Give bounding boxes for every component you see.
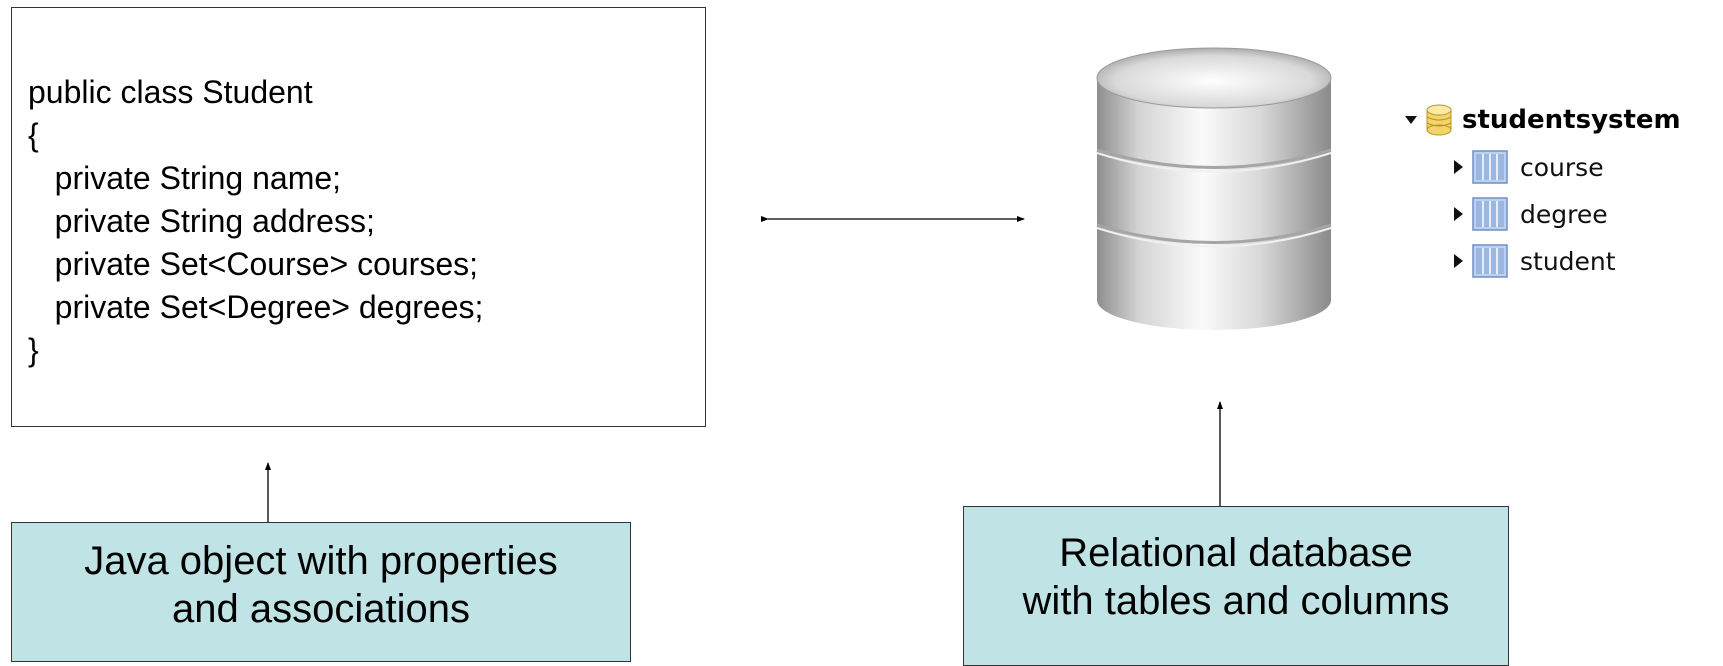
tree-root[interactable]: studentsystem <box>1404 104 1681 136</box>
triangle-right-icon[interactable] <box>1452 206 1464 222</box>
caption-line: Relational database <box>1059 531 1413 575</box>
code-line: public class Student <box>28 74 313 110</box>
code-line: private Set<Course> courses; <box>28 246 478 282</box>
caption-line: with tables and columns <box>1022 579 1450 623</box>
table-name: student <box>1520 246 1616 276</box>
tree-item-degree[interactable]: degree <box>1452 197 1608 231</box>
java-class-box: public class Student { private String na… <box>11 7 706 427</box>
code-line: private String address; <box>28 203 375 239</box>
code-line: } <box>28 332 39 368</box>
triangle-right-icon[interactable] <box>1452 159 1464 175</box>
code-line: { <box>28 117 39 153</box>
table-name: degree <box>1520 199 1608 229</box>
java-object-caption: Java object with properties and associat… <box>11 522 631 662</box>
table-icon <box>1472 150 1508 184</box>
code-line: private Set<Degree> degrees; <box>28 289 484 325</box>
triangle-right-icon[interactable] <box>1452 253 1464 269</box>
table-icon <box>1472 244 1508 278</box>
relational-database-caption: Relational database with tables and colu… <box>963 506 1509 666</box>
caption-line: and associations <box>172 587 470 631</box>
caption-line: Java object with properties <box>84 539 558 583</box>
database-icon <box>1426 104 1452 136</box>
code-line: private String name; <box>28 160 342 196</box>
tree-item-course[interactable]: course <box>1452 150 1604 184</box>
database-name: studentsystem <box>1462 105 1681 135</box>
tree-item-student[interactable]: student <box>1452 244 1616 278</box>
table-icon <box>1472 197 1508 231</box>
triangle-down-icon[interactable] <box>1404 113 1418 127</box>
table-name: course <box>1520 152 1604 182</box>
database-cylinder-icon <box>1096 47 1332 330</box>
